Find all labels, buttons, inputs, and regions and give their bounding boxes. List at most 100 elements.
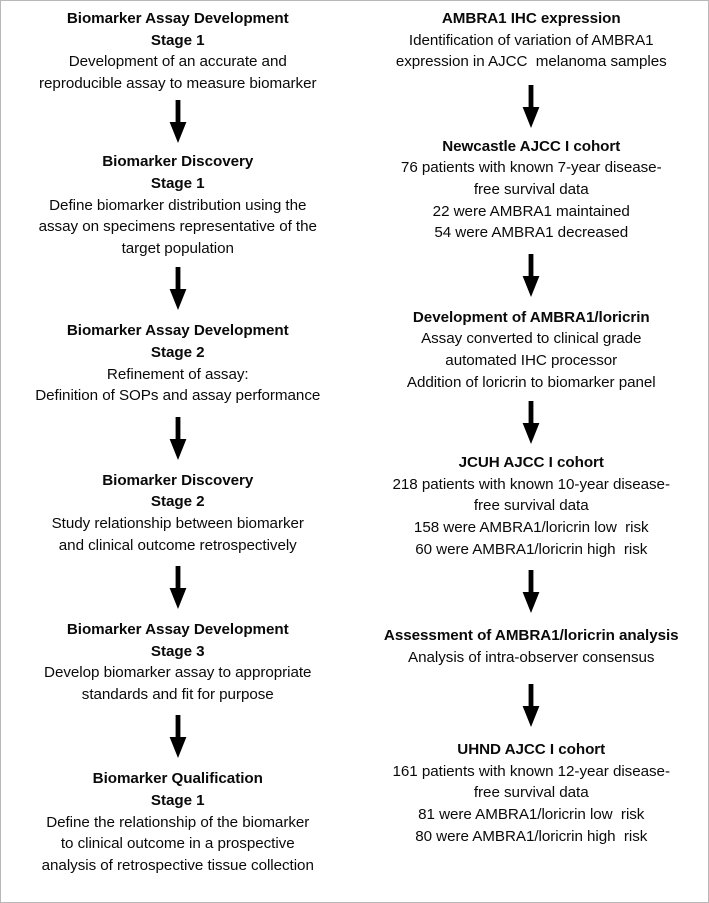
down-arrow-icon <box>522 401 540 445</box>
flow-arrow <box>359 684 705 728</box>
flow-arrow <box>359 401 705 445</box>
spacer <box>5 758 351 768</box>
flow-node-line: 161 patients with known 12-year disease- <box>392 762 671 780</box>
flow-node-line: free survival data <box>473 180 589 198</box>
flow-node-title: Biomarker Discovery <box>102 471 254 489</box>
flow-node-line: and clinical outcome retrospectively <box>58 536 297 554</box>
spacer <box>5 705 351 715</box>
flow-node-line: target population <box>121 239 234 257</box>
flow-node-line: Addition of loricrin to biomarker panel <box>406 373 656 391</box>
spacer <box>5 407 351 417</box>
flow-node-line: Refinement of assay: <box>106 365 249 383</box>
flow-arrow <box>359 84 705 128</box>
spacer <box>5 609 351 619</box>
flow-node-line: automated IHC processor <box>445 351 618 369</box>
flow-arrow <box>5 267 351 311</box>
flow-node: UHND AJCC I cohort 161 patients with know… <box>359 739 705 847</box>
flow-node-line: reproducible assay to measure biomarker <box>39 74 317 92</box>
flow-node-line: Definition of SOPs and assay performance <box>35 387 321 405</box>
flow-node-line: expression in AJCC melanoma samples <box>395 53 667 71</box>
spacer <box>359 244 705 254</box>
spacer <box>359 73 705 85</box>
flow-node-line: 22 were AMBRA1 maintained <box>432 202 630 220</box>
flow-node-line: Define biomarker distribution using the <box>49 196 307 214</box>
down-arrow-icon <box>169 566 187 610</box>
flow-node-subtitle: Stage 3 <box>150 642 205 660</box>
down-arrow-icon <box>169 416 187 460</box>
flow-node-line: Develop biomarker assay to appropriate <box>44 664 312 682</box>
flow-node-line: assay on specimens representative of the <box>38 218 317 236</box>
flow-node-line: 80 were AMBRA1/loricrin high risk <box>415 827 648 845</box>
spacer <box>5 310 351 320</box>
flow-node-title: JCUH AJCC I cohort <box>458 454 604 472</box>
down-arrow-icon <box>169 267 187 311</box>
spacer <box>359 727 705 739</box>
down-arrow-icon <box>169 715 187 759</box>
flow-node-line: 76 patients with known 7-year disease- <box>400 159 662 177</box>
flow-arrow <box>5 100 351 144</box>
flow-node-line: 60 were AMBRA1/loricrin high risk <box>415 540 648 558</box>
flow-node-subtitle: Stage 1 <box>150 792 205 810</box>
spacer <box>359 297 705 307</box>
flow-node: Newcastle AJCC I cohort 76 patients with … <box>359 136 705 244</box>
flow-node-line: Identification of variation of AMBRA1 <box>408 31 654 49</box>
down-arrow-icon <box>522 253 540 297</box>
flow-node-subtitle: Stage 2 <box>150 493 205 511</box>
flow-node-line: analysis of retrospective tissue collect… <box>41 856 314 874</box>
flow-node-line: Development of an accurate and <box>68 53 287 71</box>
flow-arrow <box>5 416 351 460</box>
flow-node-title: Biomarker Qualification <box>92 770 263 788</box>
flow-node-subtitle: Stage 1 <box>150 31 205 49</box>
spacer <box>359 444 705 452</box>
flow-node-title: Development of AMBRA1/loricrin <box>412 308 650 326</box>
flow-node-title: Newcastle AJCC I cohort <box>442 137 621 155</box>
flow-node-line: 54 were AMBRA1 decreased <box>434 224 629 242</box>
spacer <box>5 143 351 151</box>
flow-node-title: Biomarker Assay Development <box>66 10 289 27</box>
down-arrow-icon <box>522 570 540 614</box>
flow-arrow <box>5 715 351 759</box>
spacer <box>359 560 705 570</box>
flow-node-line: 158 were AMBRA1/loricrin low risk <box>413 518 649 536</box>
flow-node-line: 218 patients with known 10-year disease- <box>392 475 671 493</box>
spacer <box>359 128 705 136</box>
flow-node-title: Biomarker Assay Development <box>66 322 289 340</box>
flow-node-line: free survival data <box>473 784 589 802</box>
flow-arrow <box>5 566 351 610</box>
flow-node-title: UHND AJCC I cohort <box>457 741 606 759</box>
flow-node-title: Biomarker Assay Development <box>66 621 289 639</box>
flow-node-title: AMBRA1 IHC expression <box>441 10 621 27</box>
flow-node-line: Define the relationship of the biomarker <box>46 813 310 831</box>
flow-node-subtitle: Stage 2 <box>150 343 205 361</box>
flow-node-line: standards and fit for purpose <box>81 685 274 703</box>
flow-node-title: Assessment of AMBRA1/loricrin analysis <box>383 627 679 645</box>
flow-arrow <box>359 570 705 614</box>
spacer <box>5 460 351 470</box>
flow-node-line: free survival data <box>473 497 589 515</box>
down-arrow-icon <box>169 100 187 144</box>
spacer <box>359 393 705 401</box>
flow-node-line: Study relationship between biomarker <box>51 514 304 532</box>
spacer <box>5 556 351 566</box>
flow-node-line: 81 were AMBRA1/loricrin low risk <box>418 806 645 824</box>
flow-node-line: Analysis of intra-observer consensus <box>408 648 655 666</box>
flow-node-subtitle: Stage 1 <box>150 174 205 192</box>
flow-node-line: to clinical outcome in a prospective <box>60 835 295 853</box>
flow-arrow <box>359 253 705 297</box>
down-arrow-icon <box>522 684 540 728</box>
spacer <box>359 668 705 684</box>
flow-node-line: Assay converted to clinical grade <box>421 330 642 348</box>
down-arrow-icon <box>522 84 540 128</box>
